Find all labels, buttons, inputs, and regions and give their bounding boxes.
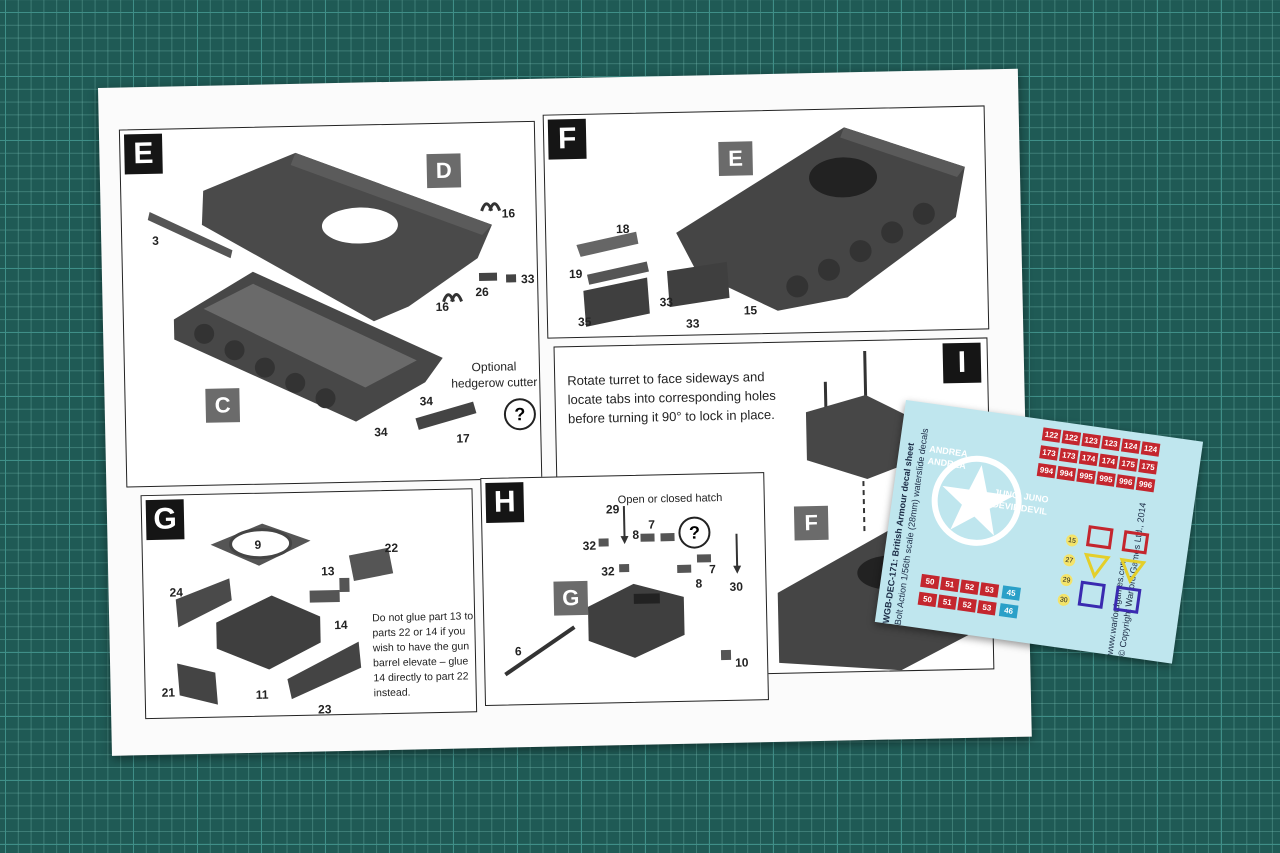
number-decal: 53 (979, 582, 1000, 598)
hull-top-illustration (147, 152, 517, 430)
step-g-panel: G 9 22 13 24 14 21 11 23 Do not glue par… (140, 488, 478, 720)
decal-sheet: WGB-DEC-171: British Armour decal sheet … (874, 400, 1204, 664)
optional-note: Optional hedgerow cutter (451, 359, 538, 391)
part-number: 21 (161, 685, 176, 700)
part-number: 19 (568, 266, 583, 282)
part-number: 11 (255, 687, 269, 702)
glue-warning-text: Do not glue part 13 to parts 22 or 14 if… (372, 610, 474, 700)
part-number: 3 (152, 233, 160, 248)
part-number: 13 (321, 564, 335, 579)
number-decal: 173 (1059, 448, 1079, 464)
part-number: 9 (254, 537, 262, 552)
part-number: 8 (695, 576, 703, 591)
part-number: 32 (582, 538, 597, 553)
part-number: 35 (577, 314, 592, 329)
name-decal: JUNO (1023, 491, 1050, 505)
number-decal: 50 (920, 573, 940, 590)
number-decal: 50 (917, 591, 938, 608)
number-decal: 174 (1098, 453, 1119, 469)
number-decal: 174 (1078, 450, 1099, 467)
number-decal: 46 (998, 603, 1019, 619)
part-number: 32 (601, 564, 615, 579)
part-number: 33 (685, 316, 700, 331)
part-number: 18 (615, 221, 630, 237)
part-number: 34 (374, 425, 388, 440)
number-decal: 995 (1096, 471, 1116, 487)
number-decal: 996 (1115, 474, 1136, 490)
number-decal: 51 (939, 576, 960, 593)
part-number: 22 (384, 540, 399, 556)
number-decal: 175 (1118, 456, 1139, 472)
part-number: 24 (169, 585, 184, 600)
part-number: 16 (501, 206, 516, 221)
part-number: 7 (648, 517, 656, 532)
number-decal: 52 (957, 597, 977, 613)
number-decal: 15 (1065, 533, 1079, 548)
part-number: 15 (743, 303, 758, 318)
turret-hatch-illustration (504, 506, 742, 677)
part-number: 30 (729, 579, 744, 594)
number-decal: 30 (1056, 593, 1071, 607)
number-decal: 45 (1001, 585, 1021, 601)
number-decal: 27 (1062, 553, 1077, 568)
number-decal: 122 (1061, 430, 1082, 446)
part-number: 14 (334, 617, 348, 633)
turret-parts-illustration (175, 523, 394, 705)
number-decal: 175 (1138, 459, 1158, 475)
number-decal: 51 (937, 594, 958, 610)
step-f-panel: F E 18 19 35 33 33 15 (542, 105, 990, 339)
part-number: 23 (317, 702, 332, 717)
number-decal: 124 (1120, 438, 1141, 454)
part-number: 33 (659, 295, 674, 310)
white-star-roundel-icon (931, 455, 1022, 546)
number-decal: 123 (1081, 432, 1101, 449)
part-number: 17 (456, 431, 470, 446)
part-number: 26 (475, 284, 489, 300)
step-h-panel: H Open or closed hatch ? G 29 8 7 32 32 … (480, 472, 769, 707)
number-decal: 994 (1056, 465, 1077, 482)
part-number: 16 (435, 299, 450, 314)
part-number: 29 (605, 502, 620, 517)
number-decal: 173 (1039, 445, 1059, 461)
number-decal: 52 (959, 579, 980, 595)
step-e-panel: E D C 3 16 26 33 16 34 34 17 Optional (118, 120, 543, 488)
instruction-sheet: E D C 3 16 26 33 16 34 34 17 Optional (98, 68, 1032, 756)
number-decal: 996 (1135, 476, 1156, 493)
hull-assembly-illustration (576, 127, 965, 327)
part-number: 10 (735, 655, 749, 670)
part-number: 8 (632, 527, 640, 542)
tactical-signs-icon (1077, 525, 1150, 614)
part-number: 33 (520, 271, 535, 287)
number-decal: 122 (1041, 427, 1062, 443)
part-number: 6 (514, 644, 522, 659)
number-decal: 53 (977, 600, 997, 616)
number-decal: 124 (1140, 441, 1161, 457)
number-decal: 29 (1059, 573, 1074, 587)
number-decal: 123 (1101, 435, 1121, 452)
number-decal: 994 (1036, 463, 1057, 479)
part-number: 7 (709, 562, 717, 577)
part-number: 34 (419, 394, 434, 409)
number-decal: 995 (1076, 468, 1096, 485)
